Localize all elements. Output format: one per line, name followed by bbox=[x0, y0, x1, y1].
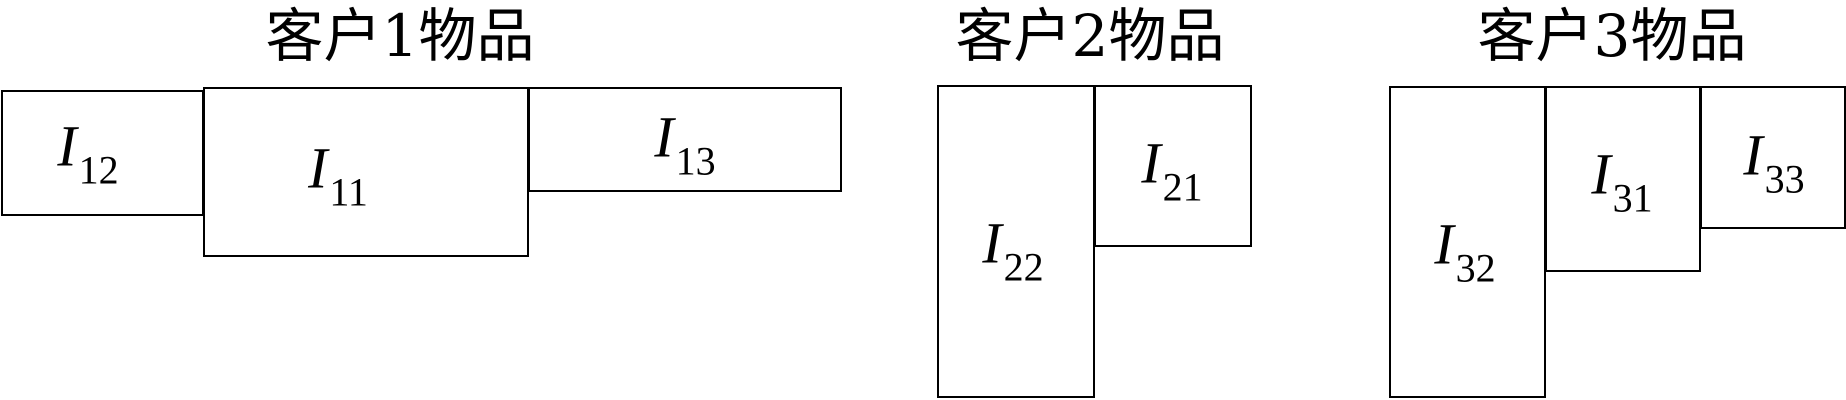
item-label-i11: I11 bbox=[308, 135, 368, 215]
item-label-i31: I31 bbox=[1591, 141, 1653, 221]
item-label-i22: I22 bbox=[982, 210, 1044, 290]
item-label-i12: I12 bbox=[57, 113, 119, 193]
item-box-i11 bbox=[203, 87, 529, 257]
item-box-i33 bbox=[1700, 86, 1846, 229]
customer-1-title: 客户1物品 bbox=[265, 2, 535, 70]
customer-3-title: 客户3物品 bbox=[1477, 2, 1747, 70]
item-box-i32 bbox=[1389, 86, 1546, 398]
item-label-i32: I32 bbox=[1434, 211, 1496, 291]
item-box-i21 bbox=[1094, 85, 1252, 247]
customer-2-title: 客户2物品 bbox=[955, 2, 1225, 70]
item-label-i33: I33 bbox=[1743, 122, 1805, 202]
item-box-i12 bbox=[1, 90, 204, 216]
item-box-i13 bbox=[528, 87, 842, 192]
item-box-i31 bbox=[1545, 86, 1701, 272]
item-label-i13: I13 bbox=[654, 104, 716, 184]
item-label-i21: I21 bbox=[1141, 130, 1203, 210]
